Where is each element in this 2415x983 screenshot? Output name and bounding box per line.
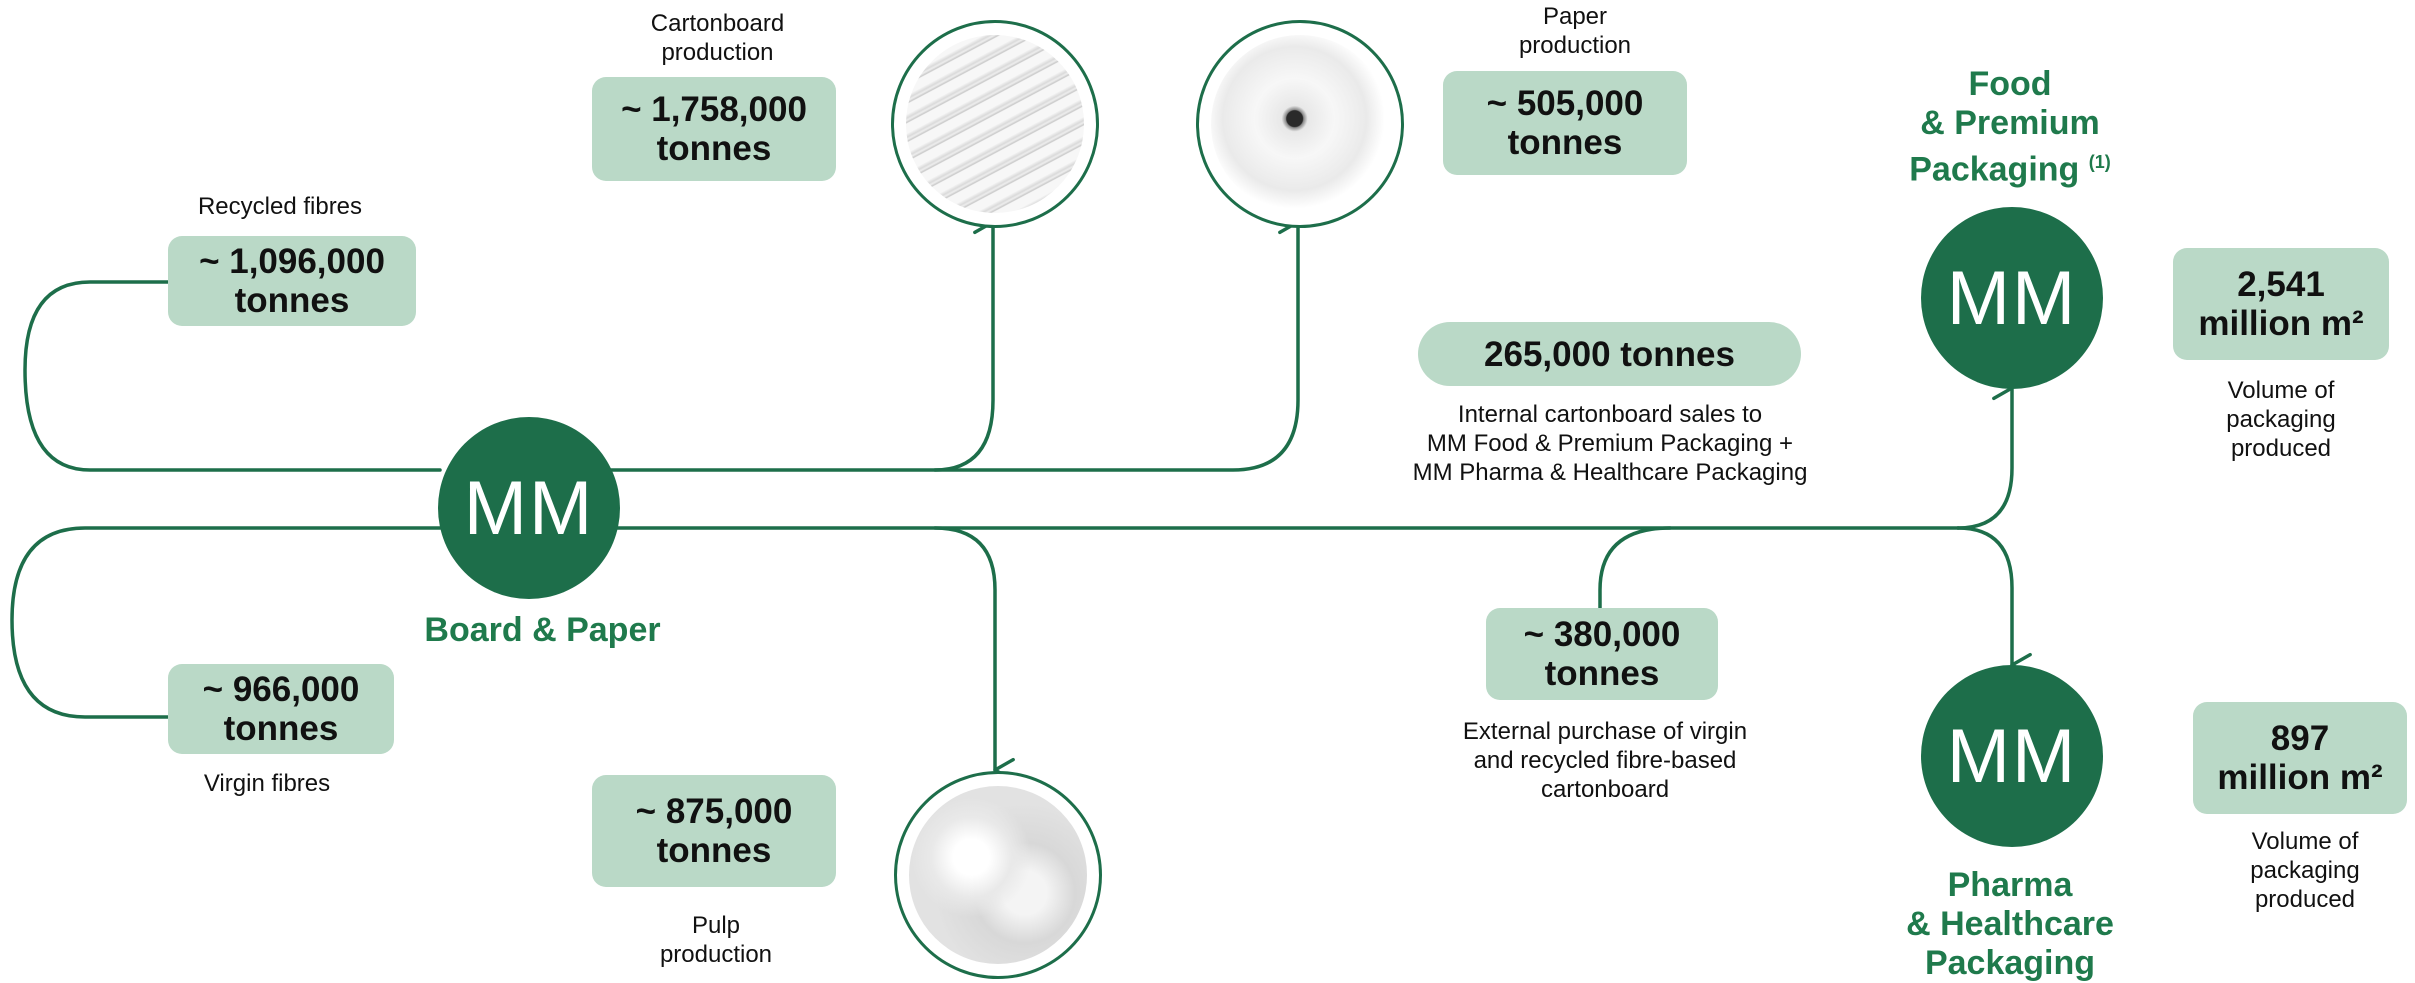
external-purchase-description: External purchase of virgin and recycled…: [1462, 718, 1748, 803]
paper-roll-picture: [1211, 35, 1389, 213]
cartonboard-sheets-picture: [906, 35, 1084, 213]
external-purchase-connector: [1598, 526, 1672, 610]
recycled-fibres-label: Recycled fibres: [197, 193, 363, 220]
paper-label: Paper production: [1518, 3, 1632, 59]
cartonboard-arrow: [608, 209, 995, 472]
pulp-label: Pulp production: [659, 912, 773, 968]
internal-sales-value: 265,000 tonnes: [1484, 334, 1735, 374]
recycled-fibres-value: ~ 1,096,000: [199, 242, 385, 281]
cartonboard-value: ~ 1,758,000: [621, 90, 807, 129]
food-premium-logo: MM: [1921, 207, 2103, 389]
food-volume-box: 2,541 million m²: [2173, 248, 2389, 360]
food-volume-description: Volume of packaging produced: [2226, 377, 2336, 462]
pulp-box: ~ 875,000 tonnes: [592, 775, 836, 887]
internal-sales-description: Internal cartonboard sales to MM Food & …: [1412, 401, 1808, 486]
pharma-volume-value: 897: [2270, 719, 2330, 758]
cartonboard-unit: tonnes: [656, 129, 772, 168]
food-footnote: (1): [2088, 152, 2111, 172]
paper-value: ~ 505,000: [1486, 84, 1644, 123]
external-purchase-box: ~ 380,000 tonnes: [1486, 608, 1718, 700]
virgin-fibres-unit: tonnes: [223, 709, 339, 748]
recycled-fibres-box: ~ 1,096,000 tonnes: [168, 236, 416, 326]
virgin-fibres-value: ~ 966,000: [202, 670, 360, 709]
pulp-value: ~ 875,000: [635, 792, 793, 831]
pharma-healthcare-title: Pharma & Healthcare Packaging: [1906, 866, 2114, 982]
food-arrow: [1956, 375, 2014, 530]
virgin-fibres-label: Virgin fibres: [203, 770, 331, 797]
food-volume-value: 2,541: [2237, 265, 2325, 304]
board-paper-logo: MM: [438, 417, 620, 599]
paper-box: ~ 505,000 tonnes: [1443, 71, 1687, 175]
cartonboard-box: ~ 1,758,000 tonnes: [592, 77, 836, 181]
pharma-healthcare-logo: MM: [1921, 665, 2103, 847]
recycled-fibres-unit: tonnes: [234, 281, 350, 320]
food-volume-unit: million m²: [2198, 304, 2364, 343]
paper-unit: tonnes: [1507, 123, 1623, 162]
pharma-arrow: [1956, 526, 2032, 678]
pulp-arrow: [933, 526, 1015, 783]
pulp-picture: [909, 786, 1087, 964]
cartonboard-label: Cartonboard production: [650, 10, 785, 66]
board-paper-title: Board & Paper: [424, 611, 661, 649]
pharma-volume-description: Volume of packaging produced: [2250, 828, 2360, 913]
virgin-fibres-connector: [10, 526, 442, 719]
pharma-volume-unit: million m²: [2217, 758, 2383, 797]
food-premium-title: Food & Premium Packaging (1): [1909, 65, 2111, 189]
recycled-fibres-connector: [23, 280, 442, 472]
virgin-fibres-box: ~ 966,000 tonnes: [168, 664, 394, 754]
pharma-volume-box: 897 million m²: [2193, 702, 2407, 814]
external-purchase-unit: tonnes: [1544, 654, 1660, 693]
pulp-unit: tonnes: [656, 831, 772, 870]
external-purchase-value: ~ 380,000: [1523, 615, 1681, 654]
cartonboard-image: [891, 20, 1099, 228]
paper-image: [1196, 20, 1404, 228]
internal-sales-box: 265,000 tonnes: [1418, 322, 1801, 386]
pulp-image: [894, 771, 1102, 979]
paper-arrow: [933, 209, 1300, 472]
